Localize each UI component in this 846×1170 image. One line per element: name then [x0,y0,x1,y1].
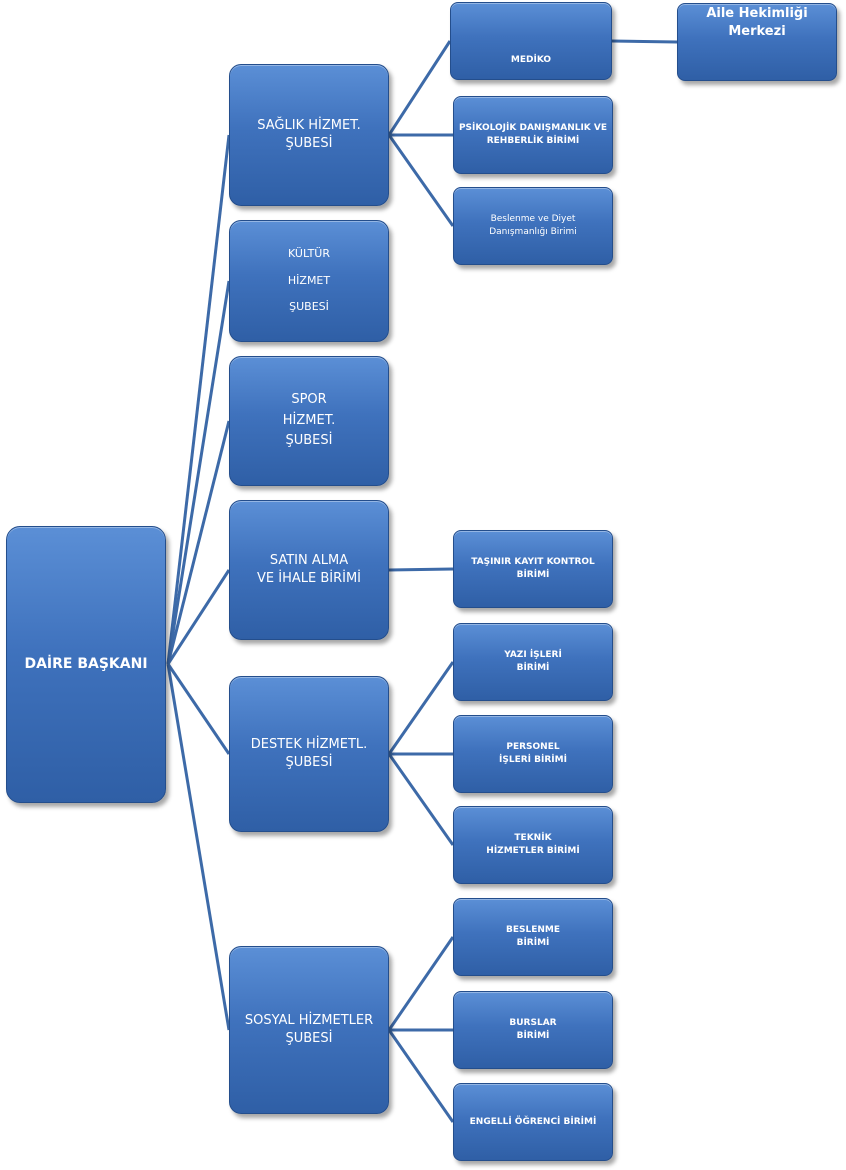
connector-destek-to-yazi [387,661,455,755]
connector-sosyal-to-beslenme [387,936,455,1031]
branch-spor-label: SPOR HİZMET. ŞUBESİ [282,391,336,449]
unit-personel-isleri: PERSONEL İŞLERİ BİRİMİ [453,715,613,793]
connector-root-to-saglik [166,134,231,665]
connector-root-to-satin [166,569,231,665]
root-label: DAİRE BAŞKANI [24,655,148,672]
branch-saglik-hizmet-subesi: SAĞLIK HİZMET. ŞUBESİ [229,64,389,206]
connector-root-to-sosyal [166,663,231,1031]
branch-satin-alma-label: SATIN ALMA VE İHALE BİRİMİ [257,552,361,586]
connector-saglik-to-mediko [387,40,452,136]
unit-yazi-isleri-label: YAZI İŞLERİ BİRİMİ [504,650,562,673]
connector-root-to-spor [166,420,231,665]
connector-mediko-to-aile [611,39,678,44]
connector-sosyal-to-engelli [387,1029,455,1123]
connector-saglik-to-diyet [387,134,455,227]
branch-saglik-label: SAĞLIK HİZMET. ŞUBESİ [257,117,361,151]
branch-sosyal-label: SOSYAL HİZMETLER ŞUBESİ [244,1012,374,1046]
root-daire-baskani: DAİRE BAŞKANI [6,526,166,803]
unit-engelli-ogrenci: ENGELLİ ÖĞRENCİ BİRİMİ [453,1083,613,1161]
connector-destek-to-teknik [387,753,455,846]
unit-beslenme-diyet-label: Beslenme ve Diyet Danışmanlığı Birimi [489,214,577,237]
unit-tasinir-label: TAŞINIR KAYIT KONTROL BİRİMİ [471,557,595,580]
connector-root-to-kultur [166,280,231,665]
branch-sosyal-hizmetler-subesi: SOSYAL HİZMETLER ŞUBESİ [229,946,389,1114]
unit-beslenme: BESLENME BİRİMİ [453,898,613,976]
branch-destek-hizmetleri-subesi: DESTEK HİZMETL. ŞUBESİ [229,676,389,832]
unit-aile-label: Aile Hekimliği Merkezi [706,5,808,39]
branch-satin-alma-ihale-birimi: SATIN ALMA VE İHALE BİRİMİ [229,500,389,640]
branch-destek-label: DESTEK HİZMETL. ŞUBESİ [250,736,368,770]
unit-yazi-isleri: YAZI İŞLERİ BİRİMİ [453,623,613,701]
unit-mediko: MEDİKO [450,2,612,80]
unit-mediko-label: MEDİKO [510,54,552,65]
unit-beslenme-label: BESLENME BİRİMİ [505,925,560,948]
connector-satin-to-tasinir [388,567,454,572]
branch-kultur-hizmet-subesi: KÜLTÜR HİZMET ŞUBESİ [229,220,389,342]
unit-teknik-label: TEKNİK HİZMETLER BİRİMİ [486,833,580,856]
unit-teknik-hizmetler: TEKNİK HİZMETLER BİRİMİ [453,806,613,884]
unit-psikolojik-label: PSİKOLOJİK DANIŞMANLIK VE REHBERLİK BİRİ… [458,123,608,146]
unit-psikolojik-danismanlik: PSİKOLOJİK DANIŞMANLIK VE REHBERLİK BİRİ… [453,96,613,174]
unit-beslenme-diyet: Beslenme ve Diyet Danışmanlığı Birimi [453,187,613,265]
unit-personel-label: PERSONEL İŞLERİ BİRİMİ [499,742,567,765]
unit-burslar: BURSLAR BİRİMİ [453,991,613,1069]
unit-tasinir-kayit-kontrol: TAŞINIR KAYIT KONTROL BİRİMİ [453,530,613,608]
unit-aile-hekimligi-merkezi: Aile Hekimliği Merkezi [677,3,837,81]
unit-engelli-label: ENGELLİ ÖĞRENCİ BİRİMİ [469,1116,597,1127]
connector-root-to-destek [166,663,231,755]
branch-spor-hizmet-subesi: SPOR HİZMET. ŞUBESİ [229,356,389,486]
unit-burslar-label: BURSLAR BİRİMİ [509,1018,557,1041]
branch-kultur-label: KÜLTÜR HİZMET ŞUBESİ [287,247,331,314]
